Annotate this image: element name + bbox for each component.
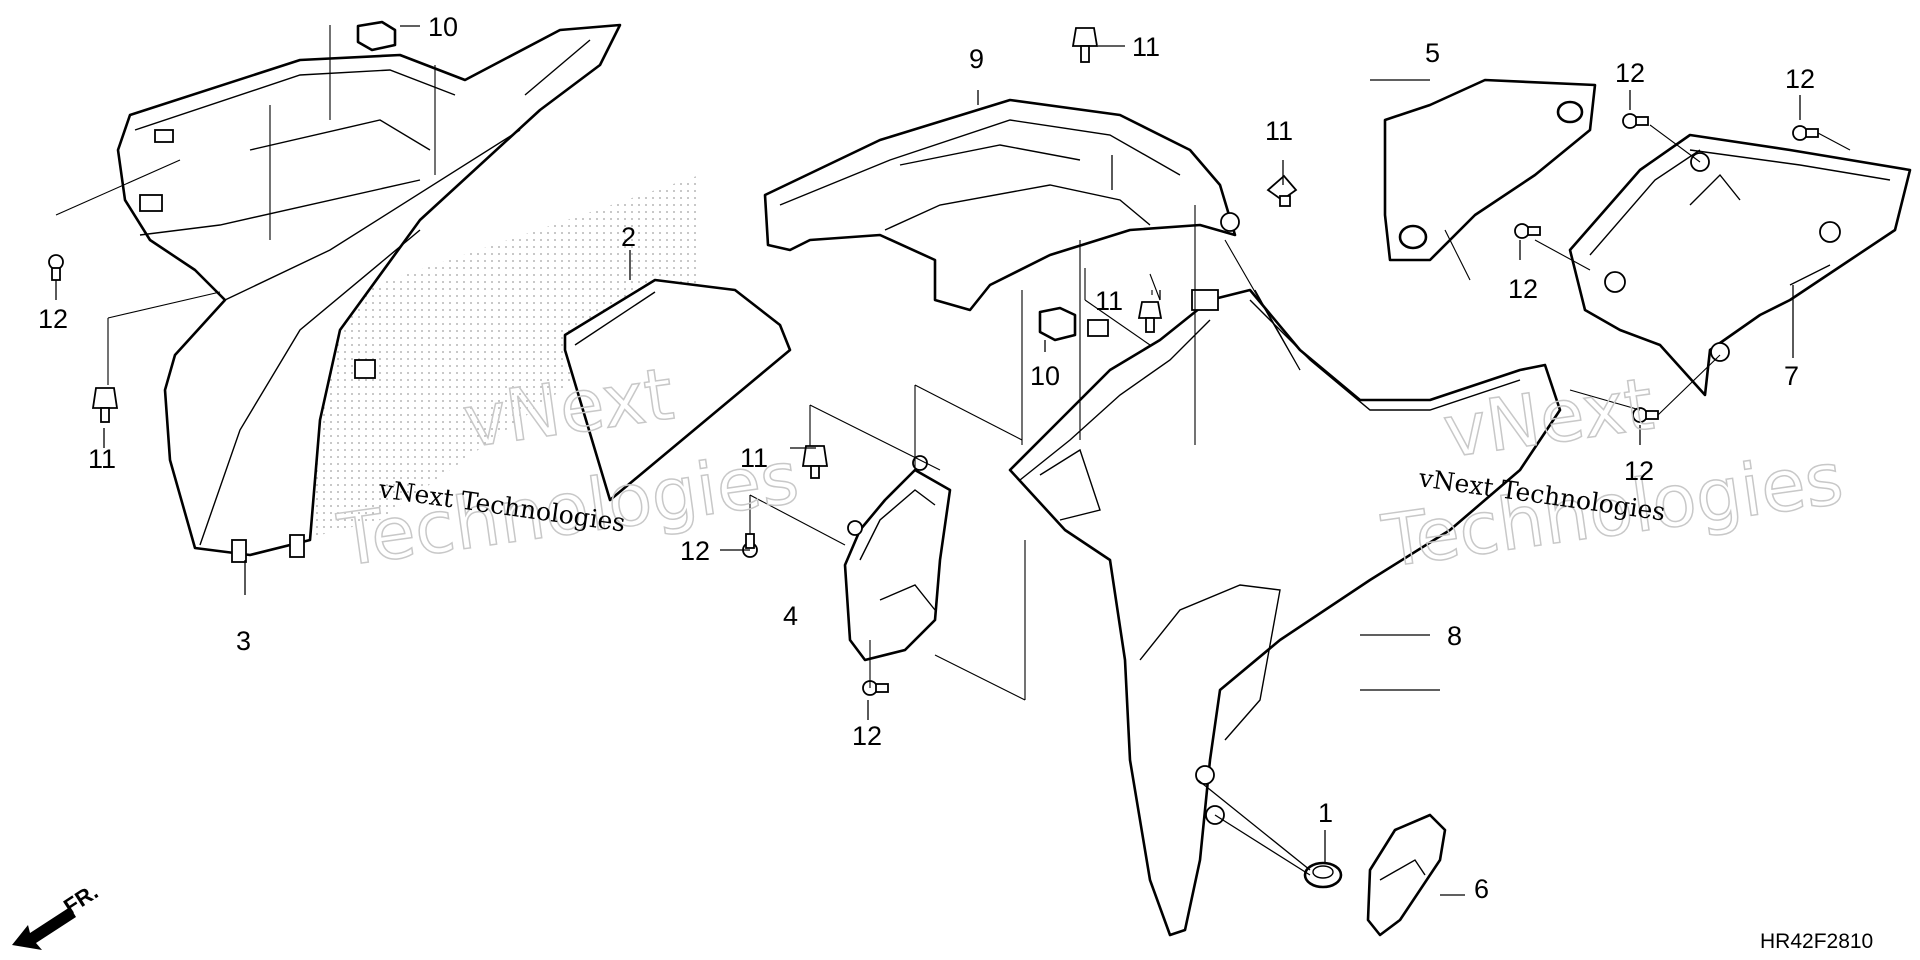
part-10-clip-top[interactable]	[356, 20, 397, 52]
part-11-rivet-center[interactable]	[1137, 301, 1163, 333]
callout-6[interactable]: 6	[1474, 874, 1489, 904]
callout-11-center[interactable]: 11	[1095, 286, 1123, 316]
leader-lines	[55, 25, 1851, 896]
callout-11-top[interactable]: 11	[1132, 32, 1160, 62]
callout-7[interactable]: 7	[1784, 361, 1799, 391]
part-1-grommet[interactable]	[1303, 861, 1343, 889]
part-7-right-panel[interactable]	[1568, 133, 1912, 397]
part-11-rivet-bracket[interactable]	[801, 445, 829, 479]
part-10-clip-mid[interactable]	[1038, 306, 1077, 342]
part-2-panel[interactable]	[563, 278, 792, 502]
part-11-rivet-top[interactable]	[1071, 27, 1099, 63]
front-arrow: FR.	[12, 879, 102, 950]
callout-11-bracket[interactable]: 11	[740, 443, 768, 473]
part-9-upper-cover[interactable]	[763, 98, 1240, 312]
part-11-rivet-upper-right[interactable]	[1266, 174, 1298, 207]
shading-area	[300, 175, 700, 540]
callout-12-panel-top-right[interactable]: 12	[1785, 64, 1815, 94]
callout-5[interactable]: 5	[1425, 38, 1440, 68]
part-12-screw-panel-top-left[interactable]	[1622, 113, 1649, 129]
callout-12-left[interactable]: 12	[38, 304, 68, 334]
callout-1[interactable]: 1	[1318, 798, 1333, 828]
callout-4[interactable]: 4	[783, 601, 798, 631]
part-8-main-cover[interactable]	[1008, 288, 1562, 937]
callout-12-plate[interactable]: 12	[1508, 274, 1538, 304]
callout-12-panel-top-left[interactable]: 12	[1615, 58, 1645, 88]
part-12-screw-panel-top-right[interactable]	[1792, 125, 1819, 141]
callout-12-bracket-upper[interactable]: 12	[680, 536, 710, 566]
part-4-bracket[interactable]	[843, 455, 952, 662]
part-5-plate[interactable]	[1383, 78, 1597, 262]
part-6-cap[interactable]	[1366, 813, 1447, 937]
callout-11-upper-right[interactable]: 11	[1265, 116, 1293, 146]
part-3-left-side-cover[interactable]	[116, 23, 622, 563]
part-12-screw-plate[interactable]	[1514, 223, 1541, 239]
callout-10-top[interactable]: 10	[428, 12, 458, 42]
callout-12-panel-bottom[interactable]: 12	[1624, 456, 1654, 486]
part-12-screw-panel-bottom[interactable]	[1632, 407, 1659, 423]
callout-8[interactable]: 8	[1447, 621, 1462, 651]
part-12-screw-left[interactable]	[48, 254, 64, 281]
part-12-screw-bracket-lower[interactable]	[862, 680, 889, 696]
callout-10-mid[interactable]: 10	[1030, 361, 1060, 391]
drawing-code: HR42F2810	[1760, 930, 1873, 953]
callout-9[interactable]: 9	[969, 44, 984, 74]
callout-12-bracket-lower[interactable]: 12	[852, 721, 882, 751]
callout-2[interactable]: 2	[621, 222, 636, 252]
part-11-rivet-left[interactable]	[91, 387, 119, 423]
part-12-screw-bracket-upper[interactable]	[742, 533, 758, 558]
callout-3[interactable]: 3	[236, 626, 251, 656]
callout-11-left[interactable]: 11	[88, 444, 116, 474]
callout-labels: 1 2 3 4 5 6 7 8 9 10 10 11 11 11 11 11 1…	[38, 12, 1815, 904]
